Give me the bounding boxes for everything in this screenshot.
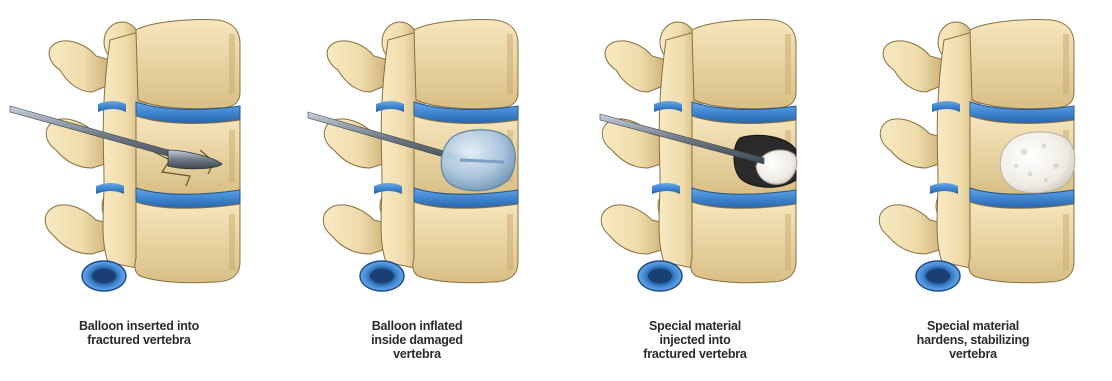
balloon-core xyxy=(460,160,504,162)
caption-step-1: Balloon inserted into fractured vertebra xyxy=(0,319,278,347)
caption-step-3: Special material injected into fractured… xyxy=(556,319,834,361)
caption-line: Special material xyxy=(834,319,1112,333)
hardened-cement xyxy=(1000,132,1075,193)
caption-line: fractured vertebra xyxy=(0,333,278,347)
caption-line: Balloon inserted into xyxy=(0,319,278,333)
caption-line: Balloon inflated xyxy=(278,319,556,333)
caption-line: vertebra xyxy=(278,347,556,361)
caption-line: fractured vertebra xyxy=(556,347,834,361)
panel-material-injected: Special material injected into fractured… xyxy=(556,0,834,381)
caption-line: Special material xyxy=(556,319,834,333)
caption-line: hardens, stabilizing xyxy=(834,333,1112,347)
panel-balloon-inserted: Balloon inserted into fractured vertebra xyxy=(0,0,278,381)
caption-step-2: Balloon inflated inside damaged vertebra xyxy=(278,319,556,361)
spine-illustration xyxy=(556,0,834,310)
spine-illustration xyxy=(0,0,278,310)
panel-balloon-inflated: Balloon inflated inside damaged vertebra xyxy=(278,0,556,381)
spine-illustration xyxy=(278,0,556,310)
caption-line: injected into xyxy=(556,333,834,347)
caption-line: vertebra xyxy=(834,347,1112,361)
caption-step-4: Special material hardens, stabilizing ve… xyxy=(834,319,1112,361)
spine-illustration xyxy=(834,0,1112,310)
caption-line: inside damaged xyxy=(278,333,556,347)
panel-material-hardens: Special material hardens, stabilizing ve… xyxy=(834,0,1112,381)
